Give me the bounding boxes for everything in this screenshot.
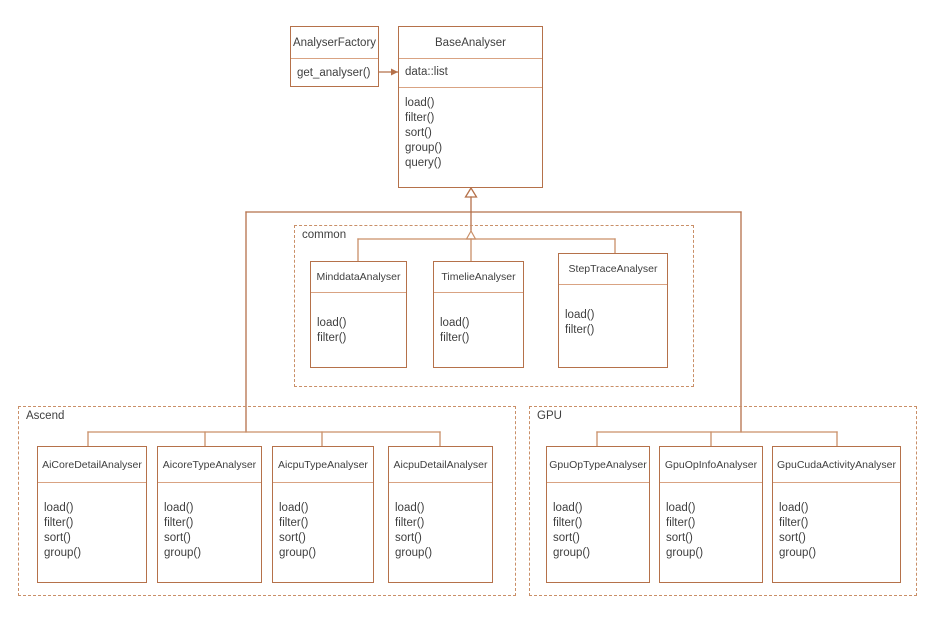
operation-item: sort()	[779, 532, 806, 544]
class-name-aicore-type-analyser: AicoreTypeAnalyser	[162, 458, 257, 471]
operation-item: filter()	[279, 517, 309, 529]
generalization-triangle-base	[464, 186, 478, 198]
operation-item: sort()	[164, 532, 191, 544]
class-attributes-timelie-analyser	[434, 292, 523, 307]
class-attributes-minddata-analyser	[311, 292, 406, 307]
operation-item: group()	[164, 547, 202, 559]
class-attributes-gpu-cuda-activity-analyser	[773, 482, 900, 492]
operation-item: filter()	[164, 517, 194, 529]
class-box-aicore-detail-analyser[interactable]: AiCoreDetailAnalyser load() filter() sor…	[37, 446, 147, 583]
operation-item: load()	[279, 502, 309, 514]
operation-item: group()	[395, 547, 433, 559]
class-operations-analyser-factory: get_analyser()	[291, 58, 378, 86]
class-operations-gpu-cuda-activity-analyser: load() filter() sort() group()	[773, 492, 900, 582]
operation-item: sort()	[553, 532, 580, 544]
class-attributes-step-trace-analyser	[559, 284, 667, 299]
class-name-timelie-analyser: TimelieAnalyser	[441, 271, 516, 283]
class-attributes-gpu-op-type-analyser	[547, 482, 649, 492]
operation-item: sort()	[279, 532, 306, 544]
class-operations-aicore-type-analyser: load() filter() sort() group()	[158, 492, 261, 582]
class-name-gpu-op-type-analyser: GpuOpTypeAnalyser	[549, 458, 647, 471]
operation-item: load()	[164, 502, 194, 514]
operation-item: filter()	[779, 517, 809, 529]
class-box-step-trace-analyser[interactable]: StepTraceAnalyser load() filter()	[558, 253, 668, 368]
class-operations-gpu-op-type-analyser: load() filter() sort() group()	[547, 492, 649, 582]
class-operations-aicpu-type-analyser: load() filter() sort() group()	[273, 492, 373, 582]
operation-item: get_analyser()	[297, 67, 371, 79]
class-box-base-analyser[interactable]: BaseAnalyser data::list load() filter() …	[398, 26, 543, 188]
operation-item: filter()	[317, 332, 347, 344]
class-name-aicpu-detail-analyser: AicpuDetailAnalyser	[393, 458, 488, 471]
class-box-aicore-type-analyser[interactable]: AicoreTypeAnalyser load() filter() sort(…	[157, 446, 262, 583]
class-box-gpu-cuda-activity-analyser[interactable]: GpuCudaActivityAnalyser load() filter() …	[772, 446, 901, 583]
package-frame-gpu	[529, 406, 917, 596]
class-operations-gpu-op-info-analyser: load() filter() sort() group()	[660, 492, 762, 582]
class-name-base-analyser: BaseAnalyser	[435, 36, 506, 49]
class-operations-base-analyser: load() filter() sort() group() query()	[399, 87, 542, 187]
operation-item: filter()	[666, 517, 696, 529]
class-name-minddata-analyser: MinddataAnalyser	[316, 271, 401, 283]
class-attributes-aicore-type-analyser	[158, 482, 261, 492]
operation-item: load()	[666, 502, 696, 514]
operation-item: load()	[395, 502, 425, 514]
operation-item: filter()	[405, 112, 435, 124]
class-operations-minddata-analyser: load() filter()	[311, 307, 406, 367]
class-name-gpu-cuda-activity-analyser: GpuCudaActivityAnalyser	[776, 458, 897, 471]
class-operations-timelie-analyser: load() filter()	[434, 307, 523, 367]
class-box-gpu-op-info-analyser[interactable]: GpuOpInfoAnalyser load() filter() sort()…	[659, 446, 763, 583]
operation-item: load()	[317, 317, 347, 329]
attribute-item: data::list	[405, 66, 448, 78]
class-attributes-gpu-op-info-analyser	[660, 482, 762, 492]
package-frame-ascend	[18, 406, 516, 596]
operation-item: group()	[279, 547, 317, 559]
operation-item: load()	[440, 317, 470, 329]
operation-item: sort()	[44, 532, 71, 544]
package-frame-common	[294, 225, 694, 387]
class-attributes-aicpu-detail-analyser	[389, 482, 492, 492]
operation-item: load()	[44, 502, 74, 514]
operation-item: load()	[779, 502, 809, 514]
operation-item: query()	[405, 157, 442, 169]
operation-item: group()	[44, 547, 82, 559]
class-name-aicpu-type-analyser: AicpuTypeAnalyser	[278, 458, 368, 471]
operation-item: group()	[779, 547, 817, 559]
operation-item: group()	[405, 142, 443, 154]
class-attributes-aicpu-type-analyser	[273, 482, 373, 492]
operation-item: sort()	[405, 127, 432, 139]
class-name-aicore-detail-analyser: AiCoreDetailAnalyser	[42, 458, 142, 471]
class-attributes-base-analyser: data::list	[399, 58, 542, 87]
class-operations-step-trace-analyser: load() filter()	[559, 299, 667, 367]
operation-item: filter()	[565, 324, 595, 336]
class-name-step-trace-analyser: StepTraceAnalyser	[568, 263, 658, 275]
class-name-gpu-op-info-analyser: GpuOpInfoAnalyser	[664, 458, 758, 471]
operation-item: sort()	[395, 532, 422, 544]
operation-item: load()	[405, 97, 435, 109]
operation-item: group()	[666, 547, 704, 559]
operation-item: group()	[553, 547, 591, 559]
package-label-ascend: Ascend	[24, 410, 68, 423]
operation-item: sort()	[666, 532, 693, 544]
operation-item: filter()	[44, 517, 74, 529]
class-box-gpu-op-type-analyser[interactable]: GpuOpTypeAnalyser load() filter() sort()…	[546, 446, 650, 583]
operation-item: load()	[553, 502, 583, 514]
class-box-aicpu-detail-analyser[interactable]: AicpuDetailAnalyser load() filter() sort…	[388, 446, 493, 583]
arrowhead-factory-to-base	[391, 68, 398, 76]
class-name-analyser-factory: AnalyserFactory	[292, 36, 377, 49]
operation-item: filter()	[440, 332, 470, 344]
class-operations-aicore-detail-analyser: load() filter() sort() group()	[38, 492, 146, 582]
package-label-gpu: GPU	[535, 410, 565, 423]
package-label-common: common	[300, 229, 350, 242]
class-attributes-aicore-detail-analyser	[38, 482, 146, 492]
class-box-analyser-factory[interactable]: AnalyserFactory get_analyser()	[290, 26, 379, 87]
operation-item: filter()	[395, 517, 425, 529]
class-box-aicpu-type-analyser[interactable]: AicpuTypeAnalyser load() filter() sort()…	[272, 446, 374, 583]
class-box-timelie-analyser[interactable]: TimelieAnalyser load() filter()	[433, 261, 524, 368]
class-operations-aicpu-detail-analyser: load() filter() sort() group()	[389, 492, 492, 582]
operation-item: filter()	[553, 517, 583, 529]
class-box-minddata-analyser[interactable]: MinddataAnalyser load() filter()	[310, 261, 407, 368]
operation-item: load()	[565, 309, 595, 321]
